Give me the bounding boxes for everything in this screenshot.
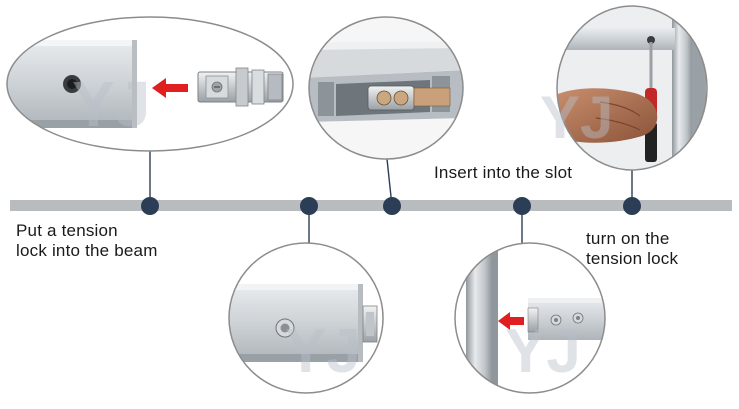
caption-step-3-line2: tension lock: [586, 249, 679, 268]
slot-lock-icon: [367, 85, 415, 111]
node-dot-5: [623, 197, 641, 215]
lens-connect-to-upright: [454, 242, 606, 394]
lens-insert-into-slot: [308, 16, 464, 160]
timeline-nodes: [141, 197, 641, 215]
lens-put-lock-into-beam: [6, 16, 294, 152]
tension-lock-icon: [197, 67, 284, 107]
caption-step-2-line1: Insert into the slot: [434, 163, 573, 182]
watermark-4: YJ: [505, 317, 581, 386]
node-dot-3: [383, 197, 401, 215]
caption-step-2: Insert into the slot: [434, 163, 572, 183]
node-dot-2: [300, 197, 318, 215]
watermark-1: YJ: [72, 68, 150, 140]
hand-icon: [557, 88, 658, 143]
node-dot-1: [141, 197, 159, 215]
lens-turn-on-lock: [556, 5, 708, 171]
caption-step-3: turn on the tension lock: [586, 229, 678, 269]
caption-step-1-line1: Put a tension: [16, 221, 118, 240]
red-arrow-icon: [152, 78, 188, 98]
node-dot-4: [513, 197, 531, 215]
watermark-logos: YJ YJ YJ YJ: [72, 68, 613, 386]
watermark-3: YJ: [285, 317, 361, 386]
caption-step-1-line2: lock into the beam: [16, 241, 158, 260]
watermark-2: YJ: [540, 84, 613, 151]
lens-lock-installed: [228, 242, 384, 394]
caption-step-3-line1: turn on the: [586, 229, 670, 248]
caption-step-1: Put a tension lock into the beam: [16, 221, 158, 261]
timeline-bar: [10, 200, 732, 211]
red-arrow-icon-2: [498, 312, 524, 330]
